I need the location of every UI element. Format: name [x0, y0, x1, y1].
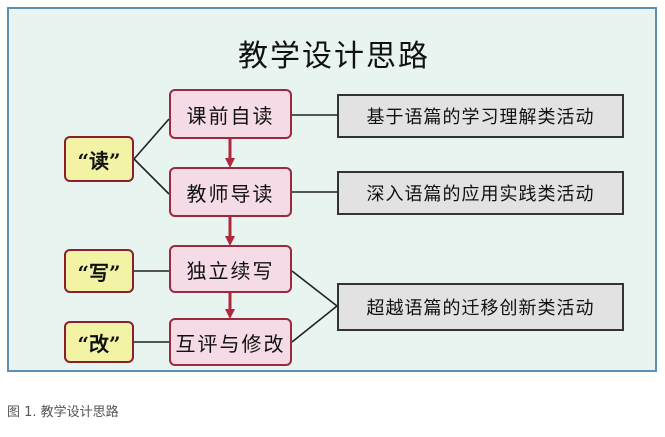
step-peer-review-revision: 互评与修改: [169, 318, 292, 366]
tag-write: “写”: [64, 249, 134, 293]
step-independent-writing: 独立续写: [169, 245, 292, 293]
step-pre-reading: 课前自读: [169, 89, 292, 139]
activity-understanding: 基于语篇的学习理解类活动: [337, 94, 624, 138]
connector-step4-to-activity3: [291, 305, 338, 343]
figure-caption: 图 1. 教学设计思路: [7, 405, 119, 420]
step-guided-reading: 教师导读: [169, 167, 292, 217]
tag-read: “读”: [64, 136, 134, 182]
tag-revise: “改”: [64, 321, 134, 363]
activity-application: 深入语篇的应用实践类活动: [337, 171, 624, 215]
diagram-frame: 教学设计思路 “读” “写” “改” 课前自读 教师导读 独立续写 互评与修改 …: [7, 7, 657, 372]
connector-read-to-step2: [133, 158, 170, 195]
diagram-title: 教学设计思路: [238, 39, 430, 74]
connector-layer: [133, 114, 338, 343]
activity-transfer-innovation: 超越语篇的迁移创新类活动: [337, 283, 624, 331]
connector-read-to-step1: [133, 118, 170, 160]
connector-step3-to-activity3: [291, 270, 338, 307]
